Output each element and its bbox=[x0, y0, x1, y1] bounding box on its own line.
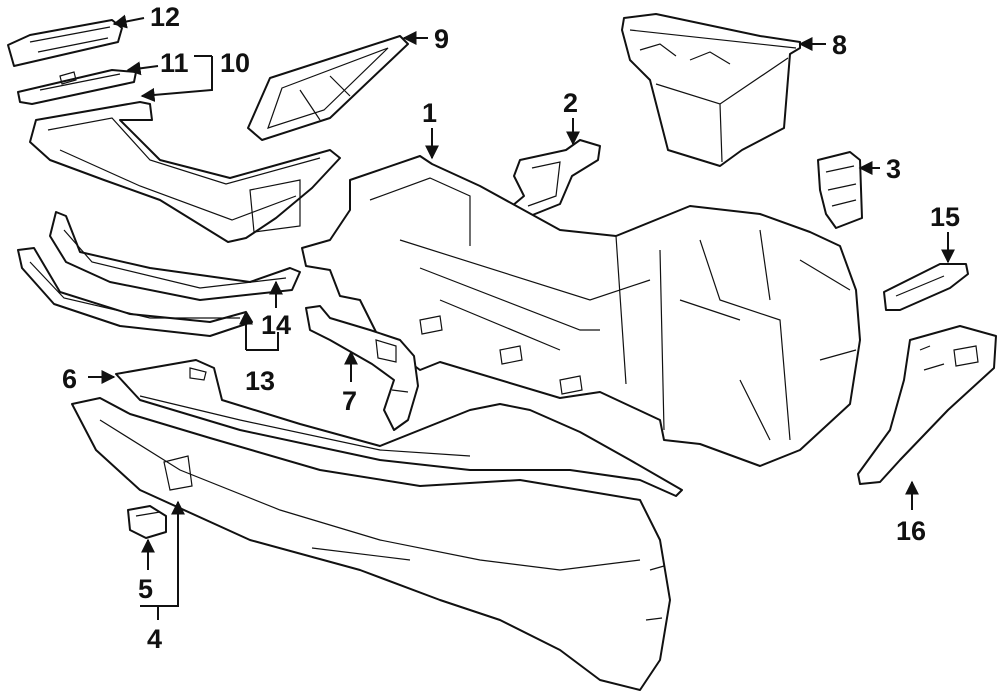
part-14-trim-strip bbox=[49, 211, 301, 301]
part-12-armrest-pad bbox=[7, 19, 123, 67]
callout-13: 13 bbox=[245, 366, 275, 396]
leader-12 bbox=[112, 14, 145, 29]
callout-9: 9 bbox=[434, 24, 449, 54]
part-4-side-panel bbox=[71, 397, 671, 691]
part-16-rear-panel bbox=[857, 325, 997, 485]
part-9-lid-panel bbox=[247, 35, 409, 141]
callout-4: 4 bbox=[147, 624, 162, 654]
callout-5: 5 bbox=[138, 574, 153, 604]
callout-11: 11 bbox=[160, 48, 189, 78]
leader-4 bbox=[157, 500, 185, 620]
part-3-switch-housing bbox=[817, 151, 863, 229]
callout-6: 6 bbox=[62, 364, 77, 394]
part-2-bracket bbox=[511, 139, 601, 221]
callout-8: 8 bbox=[832, 30, 847, 60]
callout-16: 16 bbox=[896, 516, 926, 546]
leader-lines bbox=[88, 14, 955, 620]
part-15-trim-piece bbox=[883, 263, 969, 311]
callout-7: 7 bbox=[342, 386, 357, 416]
callout-labels: 1 2 3 4 5 6 7 8 9 10 11 12 13 14 15 16 bbox=[62, 2, 960, 654]
callout-2: 2 bbox=[563, 88, 578, 118]
leader-13b bbox=[246, 332, 279, 351]
callout-14: 14 bbox=[261, 310, 291, 340]
part-8-storage-bin bbox=[621, 13, 801, 167]
leader-11 bbox=[126, 61, 159, 76]
part-10-lid-frame bbox=[29, 101, 341, 243]
callout-1: 1 bbox=[422, 98, 437, 128]
part-11-latch bbox=[17, 69, 137, 105]
callout-12: 12 bbox=[150, 2, 180, 32]
part-6-upper-trim bbox=[115, 359, 683, 497]
callout-15: 15 bbox=[930, 202, 960, 232]
part-1-console-frame bbox=[301, 155, 861, 467]
callout-10: 10 bbox=[220, 48, 250, 78]
callout-3: 3 bbox=[886, 154, 901, 184]
part-5-connector bbox=[127, 505, 167, 539]
part-7-support-bracket bbox=[305, 305, 419, 431]
leader-10 bbox=[140, 56, 213, 102]
